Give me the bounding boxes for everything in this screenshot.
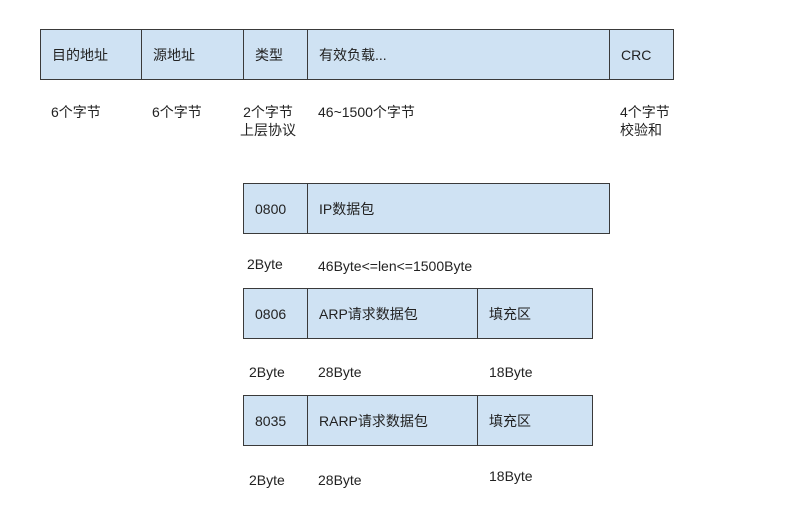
field-crc-label: CRC [621, 46, 652, 63]
size-type-line2: 上层协议 [240, 122, 296, 138]
size-crc-line1: 4个字节 [620, 104, 670, 120]
ip-payload-size: 46Byte<=len<=1500Byte [318, 258, 473, 274]
arp-padding: 填充区 [477, 288, 593, 339]
field-dest-addr: 目的地址 [40, 29, 142, 80]
size-type-line1: 2个字节 [243, 104, 293, 120]
ip-payload-label: IP数据包 [319, 200, 375, 217]
ip-type-code-label: 0800 [255, 200, 287, 217]
field-src-addr: 源地址 [141, 29, 244, 80]
ip-payload: IP数据包 [307, 183, 610, 234]
rarp-padding-size: 18Byte [489, 468, 533, 484]
ip-type-code: 0800 [243, 183, 308, 234]
size-crc-line2: 校验和 [620, 122, 662, 138]
field-type: 类型 [243, 29, 308, 80]
size-crc: 4个字节 校验和 [620, 103, 670, 139]
rarp-padding-label: 填充区 [489, 412, 531, 429]
size-dest-addr: 6个字节 [51, 104, 101, 120]
arp-payload-label: ARP请求数据包 [319, 305, 418, 322]
field-payload-label: 有效负载... [319, 46, 387, 63]
field-payload: 有效负载... [307, 29, 610, 80]
arp-type-code: 0806 [243, 288, 308, 339]
arp-padding-size: 18Byte [489, 364, 533, 380]
rarp-type-size: 2Byte [249, 472, 285, 488]
size-src-addr: 6个字节 [152, 104, 202, 120]
arp-type-code-label: 0806 [255, 305, 287, 322]
arp-payload: ARP请求数据包 [307, 288, 478, 339]
arp-padding-label: 填充区 [489, 305, 531, 322]
size-type: 2个字节 上层协议 [233, 103, 303, 139]
rarp-type-code-label: 8035 [255, 412, 287, 429]
rarp-payload-size: 28Byte [318, 472, 362, 488]
arp-payload-size: 28Byte [318, 364, 362, 380]
field-dest-addr-label: 目的地址 [52, 46, 108, 63]
field-src-addr-label: 源地址 [153, 46, 195, 63]
arp-type-size: 2Byte [249, 364, 285, 380]
field-crc: CRC [609, 29, 674, 80]
field-type-label: 类型 [255, 46, 283, 63]
rarp-type-code: 8035 [243, 395, 308, 446]
rarp-payload-label: RARP请求数据包 [319, 412, 428, 429]
size-payload: 46~1500个字节 [318, 104, 415, 120]
rarp-payload: RARP请求数据包 [307, 395, 478, 446]
ip-type-size: 2Byte [247, 256, 283, 272]
rarp-padding: 填充区 [477, 395, 593, 446]
